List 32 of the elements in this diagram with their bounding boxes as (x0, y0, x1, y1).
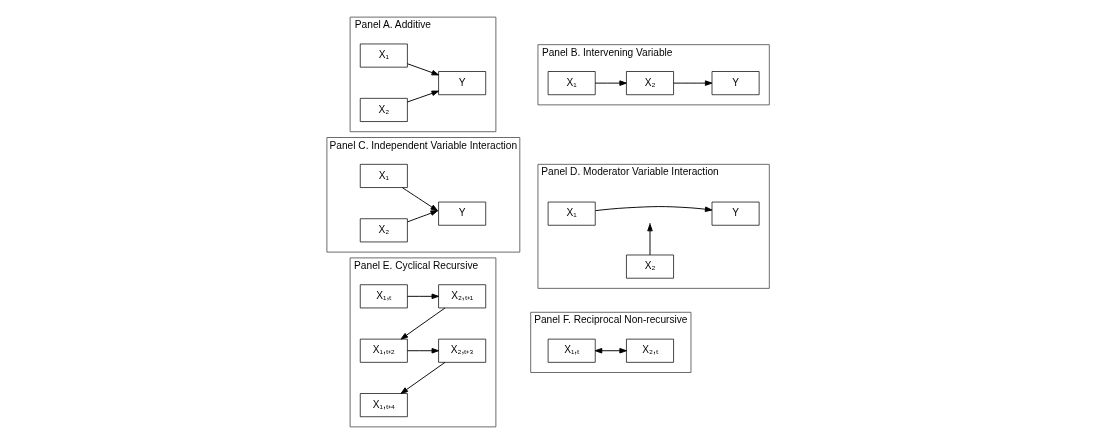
node-box: X₁,ₜ (359, 284, 408, 309)
node-box: X₂ (359, 218, 408, 243)
node-box: X₂ (359, 98, 408, 122)
node-box: X₁,ₜ₊₂ (359, 338, 408, 363)
node-box: Y (437, 201, 486, 226)
node-box: Y (711, 201, 759, 226)
arrow (406, 293, 439, 300)
arrow (646, 223, 653, 256)
node-box: X₁ (547, 71, 596, 96)
node-box: X₁,ₜ (547, 338, 596, 363)
arrow (406, 347, 439, 354)
node-box: X₂ (625, 71, 674, 96)
node-box: X₂,ₜ₊₃ (437, 338, 486, 363)
node-box: X₂,ₜ (625, 338, 674, 363)
arrow (406, 63, 439, 76)
node-box: X₁ (359, 43, 408, 68)
arrow (406, 90, 439, 103)
node-box: X₁,ₜ₊₄ (359, 393, 408, 418)
arrow (406, 210, 438, 223)
node-box: X₂ (625, 254, 674, 279)
node-box: X₂,ₜ₊₁ (437, 284, 486, 309)
arrow (672, 80, 712, 86)
arrow (400, 361, 445, 394)
node-box: X₁ (359, 163, 408, 188)
arrow (594, 206, 712, 212)
arrow (401, 187, 438, 212)
arrow (594, 80, 627, 86)
arrow (594, 347, 627, 354)
node-box: X₁ (547, 201, 596, 226)
node-box: Y (711, 71, 759, 96)
arrow (400, 307, 445, 340)
node-box: Y (437, 71, 486, 96)
